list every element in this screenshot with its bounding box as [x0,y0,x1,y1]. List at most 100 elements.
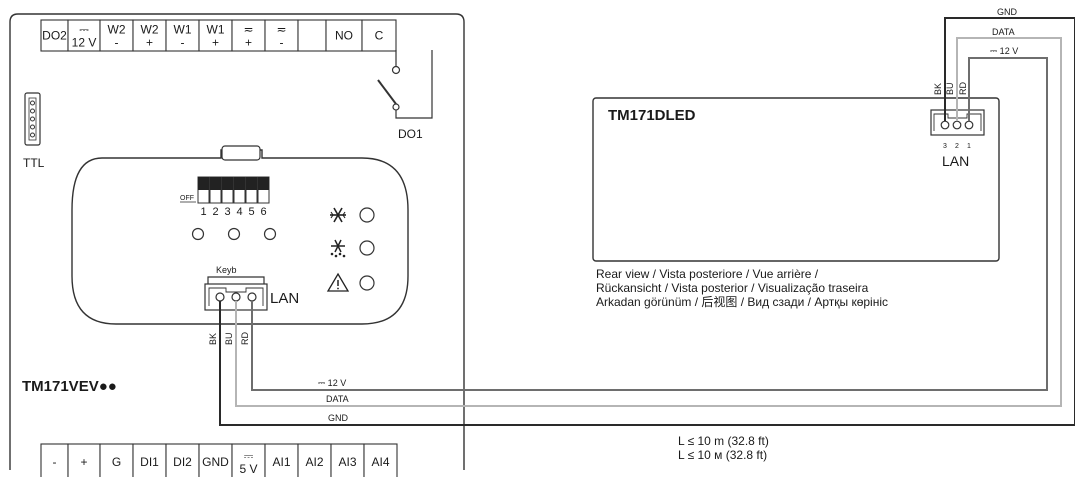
rear-view-line-1: Rear view / Vista posteriore / Vue arriè… [596,267,819,281]
dip-number: 6 [260,206,266,218]
dip-switch: 6 [257,176,270,218]
bottom-terminal: DI1 [132,443,167,477]
pin-number-2: 2 [955,143,959,150]
relay-label: DO1 [398,127,423,141]
wire-label-rd: RD [240,332,250,345]
top-terminal-sublabel: + [212,36,219,50]
dip-number: 1 [200,206,206,218]
bottom-terminal-label: - [53,455,57,469]
top-terminal-sublabel: - [181,36,185,50]
power-wire-label: ⎓ 12 V [318,378,346,388]
dip-switch: 5 [245,176,258,218]
bottom-terminal-label: AI4 [371,455,389,469]
display-wire-label-bk: BK [933,83,943,95]
warning-icon [326,272,350,292]
dip-number: 5 [248,206,254,218]
length-notes: L ≤ 10 m (32.8 ft) L ≤ 10 м (32.8 ft) [678,434,769,462]
top-terminal [297,19,327,52]
top-terminal-sublabel: + [245,36,252,50]
front-panel [71,149,409,325]
top-terminal: W2+ [132,19,167,52]
length-note-1: L ≤ 10 m (32.8 ft) [678,434,769,448]
display-lan-label: LAN [942,153,969,169]
led-3 [263,227,277,241]
top-terminal: C [361,19,397,52]
top-terminal-label: C [375,29,384,43]
top-terminal: W2- [99,19,134,52]
top-terminal: ≂+ [231,19,266,52]
top-terminal-label: W2 [108,23,126,37]
wire-label-bk: BK [208,333,218,345]
data-wire-label-right: DATA [992,27,1015,37]
bottom-terminal: - [40,443,69,477]
data-wire [235,37,1062,407]
display-outline [592,97,1000,262]
rear-view-line-3: Arkadan görünüm / 后视图 / Вид сзади / Артқ… [596,295,888,309]
data-wire-label: DATA [326,394,349,404]
dip-switch: 4 [233,176,246,218]
bottom-terminal-label: GND [202,455,229,469]
ttl-label: TTL [23,156,45,170]
pin-number-3: 3 [943,143,947,150]
dip-switch: 2 [209,176,222,218]
keyb-label: Keyb [216,265,237,275]
dip-switch: 3 [221,176,234,218]
wire-label-bu: BU [224,332,234,345]
bottom-terminal-label: AI3 [338,455,356,469]
dip-off-label: OFF [180,195,194,202]
bottom-terminal-label: AI2 [305,455,323,469]
top-terminal-label: ⎓ [79,23,89,37]
defrost-led [359,240,375,256]
top-terminal-sublabel: - [280,36,284,50]
bottom-terminal: AI1 [264,443,299,477]
top-terminal-label: DO2 [42,29,67,43]
bottom-terminal: AI2 [297,443,332,477]
top-terminal-label: W1 [174,23,192,37]
controller-outline [9,13,465,470]
bottom-terminal: DI2 [165,443,200,477]
top-terminal: NO [325,19,363,52]
snowflake-icon [330,207,346,223]
top-terminal: W1- [165,19,200,52]
top-terminal: ≂- [264,19,299,52]
bottom-terminal: AI4 [363,443,398,477]
top-terminal-label: NO [335,29,353,43]
power-wire [251,57,1048,391]
controller-model: TM171VEV●● [22,378,117,395]
bottom-terminal: AI3 [330,443,365,477]
led-2 [227,227,241,241]
bottom-terminal-sublabel: 5 V [239,462,257,476]
dip-number: 4 [236,206,242,218]
gnd-wire-label-right: GND [997,7,1018,17]
bottom-terminal: + [67,443,101,477]
top-terminal-label: W1 [207,23,225,37]
top-terminal-label: W2 [141,23,159,37]
top-terminal-sublabel: + [146,36,153,50]
top-terminal-sublabel: 12 V [72,36,97,50]
ttl-connector: TTL [23,92,45,170]
bottom-terminal-label: ⎓ [244,449,254,463]
gnd-wire-label: GND [328,413,349,423]
bottom-terminal-label: DI2 [173,455,192,469]
dip-number: 3 [224,206,230,218]
display-wire-label-bu: BU [945,82,955,95]
bottom-terminal-label: AI1 [272,455,290,469]
length-note-2: L ≤ 10 м (32.8 ft) [678,448,768,462]
controller-lan-label: LAN [270,290,299,307]
defrost-icon [330,239,346,258]
panel-tab [221,145,261,161]
relay-do1: DO1 [377,50,433,141]
top-terminal-label: ≂ [243,23,253,37]
bottom-terminal-label: + [80,455,87,469]
rear-view-caption: Rear view / Vista posteriore / Vue arriè… [596,267,888,309]
bottom-terminal: ⎓5 V [231,443,266,477]
led-1 [191,227,205,241]
bottom-terminal-label: G [112,455,121,469]
display-wire-label-rd: RD [958,82,968,95]
top-terminal-sublabel: - [115,36,119,50]
top-terminal: ⎓12 V [67,19,101,52]
